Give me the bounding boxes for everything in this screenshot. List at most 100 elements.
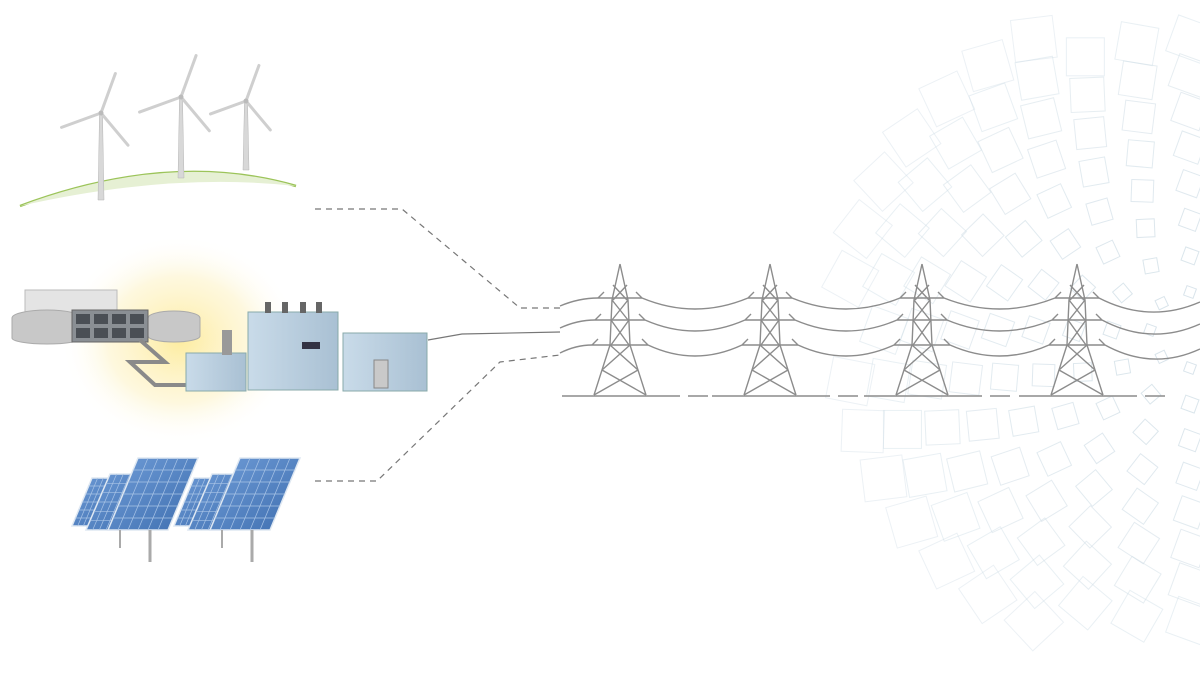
tower-lattice [593,284,647,396]
pattern-square [961,39,1015,93]
connector-lines [315,208,561,482]
power-line [949,344,1050,357]
tower-lattice [743,284,797,396]
pattern-square [1065,37,1105,77]
turbine-blade [99,72,117,115]
pattern-square [1140,383,1162,405]
transmission-tower [712,263,858,397]
power-line [791,297,901,310]
pattern-square [957,564,1018,625]
pattern-square [1014,55,1060,101]
pattern-square [990,446,1030,486]
pattern-square [1102,320,1122,340]
boiler-house [185,352,247,392]
turbine-hall [247,311,339,391]
pattern-square [1016,517,1066,567]
turbine-blade [179,54,198,99]
pattern-square [960,213,1005,258]
pattern-square [940,310,980,350]
pattern-square [881,108,942,168]
pattern-square [874,203,930,259]
tower-legs [593,263,647,396]
power-line [559,344,593,354]
pattern-square [1165,14,1200,65]
pattern-square [977,486,1024,534]
pattern-square [1172,130,1200,165]
pattern-square [977,126,1024,174]
exhaust-stack [316,302,322,313]
pattern-square [1135,218,1156,239]
cooling-cell [76,314,90,324]
turbine-blade [179,95,211,133]
stack [222,330,232,355]
pattern-square [1114,21,1160,67]
power-plant [11,235,428,445]
pattern-square [821,249,880,309]
pattern-square [1095,239,1121,265]
pattern-square [1003,590,1065,652]
pattern-square [924,409,961,446]
turbine-tower [177,96,185,179]
pattern-square [897,157,953,213]
solar-connector [315,354,561,482]
pattern-square [1154,295,1170,311]
wind-turbine [60,72,130,201]
pattern-square [1180,394,1200,414]
tower-crossarm [597,291,643,299]
exhaust-stack [300,302,306,313]
pattern-square [1172,495,1200,530]
pattern-square [866,357,912,404]
pattern-square [1111,282,1134,304]
tower-crossarm [896,313,948,321]
cooling-cell [94,314,108,324]
pattern-square [968,82,1019,133]
power-line [794,319,898,332]
wind-turbine [208,63,272,171]
pattern-square [903,256,952,305]
pattern-square [1025,479,1068,523]
pattern-square [1069,76,1106,114]
power-line [797,344,895,357]
pattern-square [825,355,876,407]
cooling-cell [112,314,126,324]
pattern-square [1180,246,1200,266]
power-line [644,319,746,332]
pattern-square [1177,207,1200,232]
pattern-square [918,70,976,128]
pattern-square [1167,52,1200,98]
cooling-cell [94,328,108,338]
pattern-square [1132,418,1160,446]
power-line [943,297,1056,310]
turbine-blade [138,95,183,114]
tower-crossarm [591,338,649,346]
tower-crossarm [1051,313,1103,321]
pattern-square [1021,315,1051,345]
pattern-square [989,362,1020,392]
pattern-square [840,408,886,454]
wind-turbine [138,54,211,179]
pattern-square [942,164,992,214]
pattern-square [1004,219,1043,258]
tower-crossarm [744,313,796,321]
pattern-square [832,198,894,260]
pattern-square [1051,401,1080,431]
pattern-square [1182,360,1198,376]
pattern-square [980,312,1016,348]
pattern-square [1113,358,1132,376]
cooling-cell [130,314,144,324]
power-line [1101,319,1200,335]
pattern-square [1026,139,1067,179]
turbine-hub [178,94,184,100]
pattern-square [1078,156,1110,188]
pattern-square [1121,99,1157,135]
tower-crossarm [594,313,646,321]
pattern-square [1061,317,1087,343]
pattern-square [1019,97,1063,140]
power-line [559,297,599,307]
pattern-square [1113,555,1162,604]
hall-sign [302,342,320,349]
pattern-square [917,207,968,258]
pattern-square [1170,91,1200,132]
turbine-blade [244,63,261,103]
